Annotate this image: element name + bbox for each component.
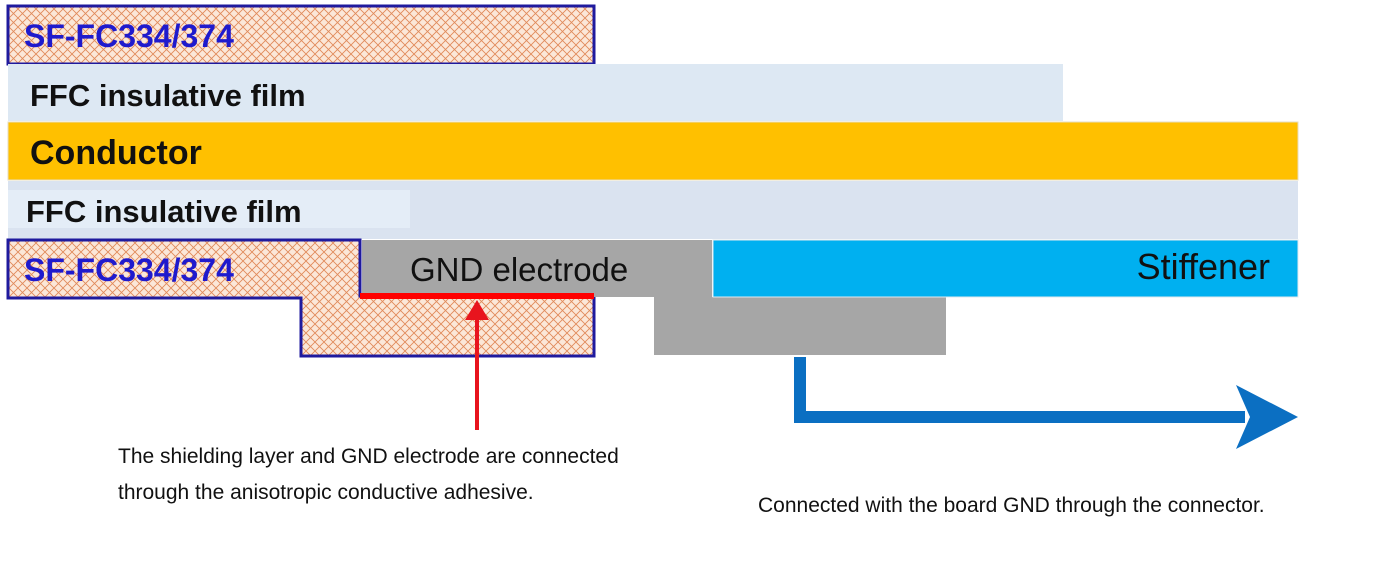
board-gnd-arrowhead bbox=[1236, 385, 1298, 449]
stiffener bbox=[712, 239, 1299, 298]
insulative-film-top bbox=[8, 64, 1063, 121]
stiffener-label: Stiffener bbox=[1137, 246, 1270, 287]
gnd-electrode-label: GND electrode bbox=[410, 251, 628, 288]
insulative-film-bottom-label: FFC insulative film bbox=[26, 194, 302, 229]
insulative-film-bottom-label-backdrop bbox=[8, 190, 410, 228]
shield-film-bottom bbox=[6, 238, 596, 358]
conductive-adhesive-line bbox=[360, 293, 594, 299]
gnd-electrode bbox=[362, 240, 946, 355]
board-gnd-note: Connected with the board GND through the… bbox=[758, 494, 1265, 517]
insulative-film-top-label: FFC insulative film bbox=[30, 78, 306, 113]
shield-film-top-label: SF-FC334/374 bbox=[24, 18, 234, 54]
conductor-layer bbox=[7, 121, 1299, 181]
adhesive-note-line2: through the anisotropic conductive adhes… bbox=[118, 481, 534, 504]
adhesive-pointer-arrowhead bbox=[465, 300, 489, 320]
conductor-label: Conductor bbox=[30, 134, 202, 172]
shield-film-bottom-label: SF-FC334/374 bbox=[24, 252, 234, 288]
adhesive-note-line1: The shielding layer and GND electrode ar… bbox=[118, 445, 619, 468]
shield-film-top bbox=[6, 4, 596, 66]
board-gnd-arrow-path bbox=[794, 357, 1245, 423]
